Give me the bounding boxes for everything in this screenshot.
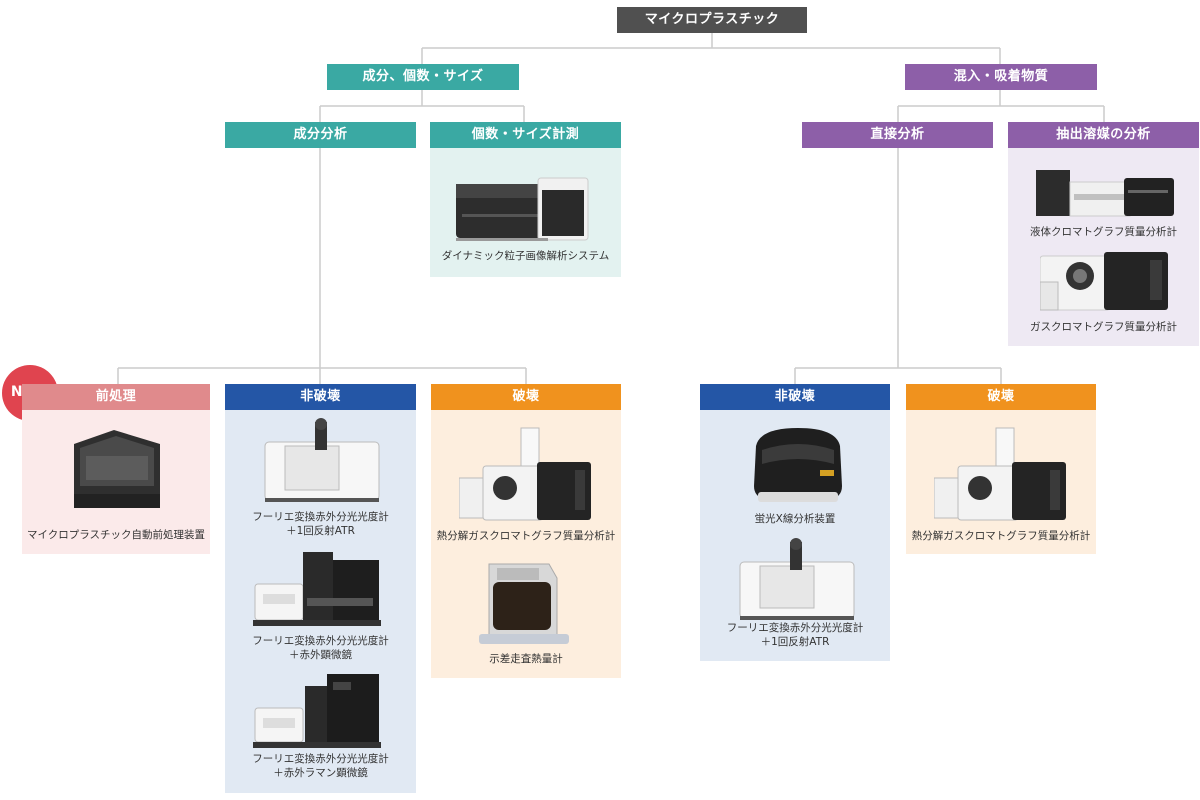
ftir-atr-right-caption-line2: ＋1回反射ATR xyxy=(760,636,830,648)
ftir-microscope-caption: フーリエ変換赤外分光光度計 ＋赤外顕微鏡 xyxy=(225,634,416,662)
py-gcms-right-instrument xyxy=(934,427,1066,521)
ftir-atr-caption-line2: ＋1回反射ATR xyxy=(286,525,355,537)
dynamic-imaging-caption: ダイナミック粒子画像解析システム xyxy=(441,250,610,262)
ftir-atr-right-instrument xyxy=(739,538,855,620)
py-gcms-left-instrument xyxy=(459,427,591,521)
nondestructive-right-panel: 蛍光X線分析装置 フーリエ変換赤外分光光度計 ＋1回反射ATR xyxy=(700,410,890,661)
category-contaminants: 混入・吸着物質 xyxy=(905,64,1097,90)
leaf-nondestructive-right: 非破壊 xyxy=(700,384,890,410)
dsc-instrument xyxy=(479,563,569,644)
ftir-raman-caption-line1: フーリエ変換赤外分光光度計 xyxy=(252,753,389,765)
py-gcms-left-caption: 熱分解ガスクロマトグラフ質量分析計 xyxy=(436,530,616,542)
auto-prep-instrument xyxy=(74,430,160,508)
lcms-instrument xyxy=(1036,170,1174,217)
ftir-raman-caption: フーリエ変換赤外分光光度計 ＋赤外ラマン顕微鏡 xyxy=(225,752,416,780)
destructive-right-panel: 熱分解ガスクロマトグラフ質量分析計 xyxy=(906,410,1096,554)
method-direct-analysis: 直接分析 xyxy=(802,122,993,148)
ftir-atr-caption: フーリエ変換赤外分光光度計 ＋1回反射ATR xyxy=(225,510,416,538)
xrf-caption: 蛍光X線分析装置 xyxy=(754,513,836,525)
leaf-destructive-left: 破壊 xyxy=(431,384,621,410)
method-count-size: 個数・サイズ計測 xyxy=(430,122,621,148)
leaf-nondestructive-left: 非破壊 xyxy=(225,384,416,410)
gcms-instrument xyxy=(1040,252,1168,311)
lcms-caption: 液体クロマトグラフ質量分析計 xyxy=(1030,226,1177,238)
destructive-left-panel: 熱分解ガスクロマトグラフ質量分析計 示差走査熱量計 xyxy=(431,410,621,678)
py-gcms-right-caption: 熱分解ガスクロマトグラフ質量分析計 xyxy=(911,530,1091,542)
leaf-pretreatment: 前処理 xyxy=(22,384,210,410)
ftir-microscope-instrument xyxy=(253,552,381,626)
ftir-atr-caption-line1: フーリエ変換赤外分光光度計 xyxy=(252,511,389,523)
auto-prep-caption: マイクロプラスチック自動前処理装置 xyxy=(26,529,206,541)
xrf-instrument xyxy=(754,428,842,502)
leaf-destructive-right: 破壊 xyxy=(906,384,1096,410)
count-size-panel: ダイナミック粒子画像解析システム xyxy=(430,148,621,277)
method-component-analysis: 成分分析 xyxy=(225,122,416,148)
dsc-caption: 示差走査熱量計 xyxy=(489,653,563,665)
dynamic-imaging-instrument xyxy=(456,177,589,241)
root-node: マイクロプラスチック xyxy=(617,7,807,33)
ftir-microscope-caption-line2: ＋赤外顕微鏡 xyxy=(289,649,352,661)
gcms-caption: ガスクロマトグラフ質量分析計 xyxy=(1030,321,1177,333)
method-extraction: 抽出溶媒の分析 xyxy=(1008,122,1199,148)
extraction-panel: 液体クロマトグラフ質量分析計 ガスクロマトグラフ質量分析計 xyxy=(1008,148,1199,346)
ftir-microscope-caption-line1: フーリエ変換赤外分光光度計 xyxy=(252,635,389,647)
ftir-raman-instrument xyxy=(253,674,381,748)
nondestructive-left-panel: フーリエ変換赤外分光光度計 ＋1回反射ATR フーリエ変換赤外分光光度計 ＋赤外… xyxy=(225,410,416,793)
ftir-atr-right-caption-line1: フーリエ変換赤外分光光度計 xyxy=(726,622,864,634)
category-composition: 成分、個数・サイズ xyxy=(327,64,519,90)
ftir-raman-caption-line2: ＋赤外ラマン顕微鏡 xyxy=(273,767,368,779)
ftir-atr-instrument xyxy=(264,418,380,502)
ftir-atr-right-caption: フーリエ変換赤外分光光度計 ＋1回反射ATR xyxy=(700,621,890,649)
pretreatment-panel: マイクロプラスチック自動前処理装置 xyxy=(22,410,210,554)
